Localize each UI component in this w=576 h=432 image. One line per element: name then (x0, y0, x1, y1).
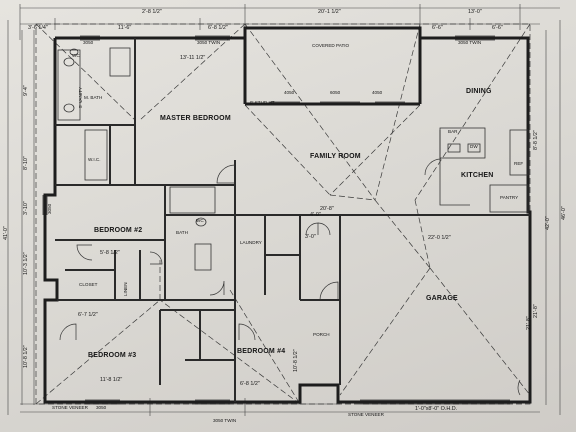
dim-family: 20'-8" (320, 206, 334, 212)
dim-top-seg4: 6'-6" (432, 25, 443, 31)
covered-patio-label: COVERED PATIO (312, 43, 350, 48)
window-6050-patio-2: 6050 (330, 90, 341, 95)
dim-top-seg3: 6'-8 1/2" (208, 25, 228, 31)
bedroom-3-label: BEDROOM #3 (88, 352, 137, 359)
dim-left-seg3: 3'-10" (23, 201, 29, 215)
family-room-label: FAMILY ROOM (310, 153, 361, 160)
stone-veneer-right: STONE VENEER (348, 412, 384, 417)
kitchen-cabinets (439, 127, 529, 213)
master-bath-label: M. BATH (84, 95, 103, 100)
door-swings (59, 158, 521, 396)
dim-bottom-seg2: 6'-8 1/2" (240, 381, 260, 387)
dim-bed3-width: 6'-7 1/2" (78, 312, 98, 318)
master-bedroom-label: MASTER BEDROOM (160, 115, 231, 122)
window-3050-twin-bottom: 3050 TWIN (213, 418, 237, 423)
window-3050-bottom-left: 3050 (96, 405, 107, 410)
dim-top-seg5: 6'-6" (492, 25, 503, 31)
interior-walls (55, 38, 530, 402)
window-marks (42, 35, 495, 405)
bar-label: BAR (448, 129, 458, 134)
dim-laundry: 4'-0" (310, 212, 321, 218)
dim-top-seg1: 3'-6 1/4" (28, 25, 48, 31)
ref-label: REF (514, 161, 524, 166)
laundry-label: LAUNDRY (240, 240, 262, 245)
dim-bottom-seg1: 11'-8 1/2" (100, 377, 123, 383)
dim-kitchen-width: 22'-0 1/2" (428, 235, 451, 241)
window-3050-twin-top-right: 3050 TWIN (458, 40, 482, 45)
bedroom-2-label: BEDROOM #2 (94, 227, 143, 234)
window-3050-top-left: 3050 (83, 40, 94, 45)
kitchen-label: KITCHEN (461, 172, 494, 179)
vanity-label: 5' VANITY (78, 87, 83, 108)
garage-door-note: 1'-0"x8'-0" O.H.D. (415, 406, 458, 412)
bath-label: BATH (176, 230, 188, 235)
dim-right-seg1: 8'-8 1/2" (533, 130, 539, 150)
stud-height-label: 9' STUD HT (250, 100, 275, 105)
window-4050-patio-3: 4050 (372, 90, 383, 95)
closet-label: CLOSET (79, 282, 98, 287)
wic-label: W.I.C. (88, 157, 101, 162)
dim-right-seg2: 21'-8" (533, 304, 539, 318)
dim-top-overall-right: 20'-1 1/2" (318, 9, 341, 15)
dim-right-overall: 42'-0" (545, 216, 551, 230)
dim-left-seg1: 9'-4" (23, 85, 29, 96)
dim-master-width: 13'-11 1/2" (180, 55, 206, 61)
linen-label: LINEN (123, 282, 128, 296)
window-3050-bed2: 3050 (47, 203, 52, 214)
dim-top-far-right: 13'-0" (468, 9, 482, 15)
bath-fixtures (57, 47, 216, 271)
dim-left-seg5: 10'-8 1/2" (23, 345, 29, 368)
garage-door (360, 399, 510, 405)
side-dimension-lines (7, 20, 561, 416)
dim-top-overall-left: 2'-8 1/2" (142, 9, 162, 15)
dim-left-seg4: 10'-3 1/2" (23, 252, 29, 275)
stone-veneer-left: STONE VENEER (52, 405, 88, 410)
wc-label-master: WC (72, 53, 80, 58)
garage-label: GARAGE (426, 295, 458, 302)
dim-bed4-depth: 10'-8 1/2" (293, 349, 299, 372)
dw-label: DW (470, 144, 478, 149)
dim-left-seg2: 8'-10" (23, 156, 29, 170)
dim-hall: 3'-0" (305, 234, 316, 240)
dining-label: DINING (466, 88, 492, 95)
porch-label: PORCH (313, 332, 330, 337)
dim-garage-depth: 21'-8" (526, 316, 532, 330)
exterior-walls (43, 26, 532, 404)
dim-far-right-overall: 46'-0" (561, 206, 567, 220)
window-3050-twin-top-left: 3050 TWIN (197, 40, 221, 45)
dim-top-seg2: 11'-6" (118, 25, 132, 31)
wc-label-bath: WC (196, 218, 204, 223)
bedroom-4-label: BEDROOM #4 (237, 348, 286, 355)
pantry-label: PANTRY (500, 195, 519, 200)
window-4050-patio-1: 4050 (284, 90, 295, 95)
dim-bath-width: 5'-8 1/2" (100, 250, 120, 256)
dim-left-overall: 41'-0" (3, 226, 9, 240)
